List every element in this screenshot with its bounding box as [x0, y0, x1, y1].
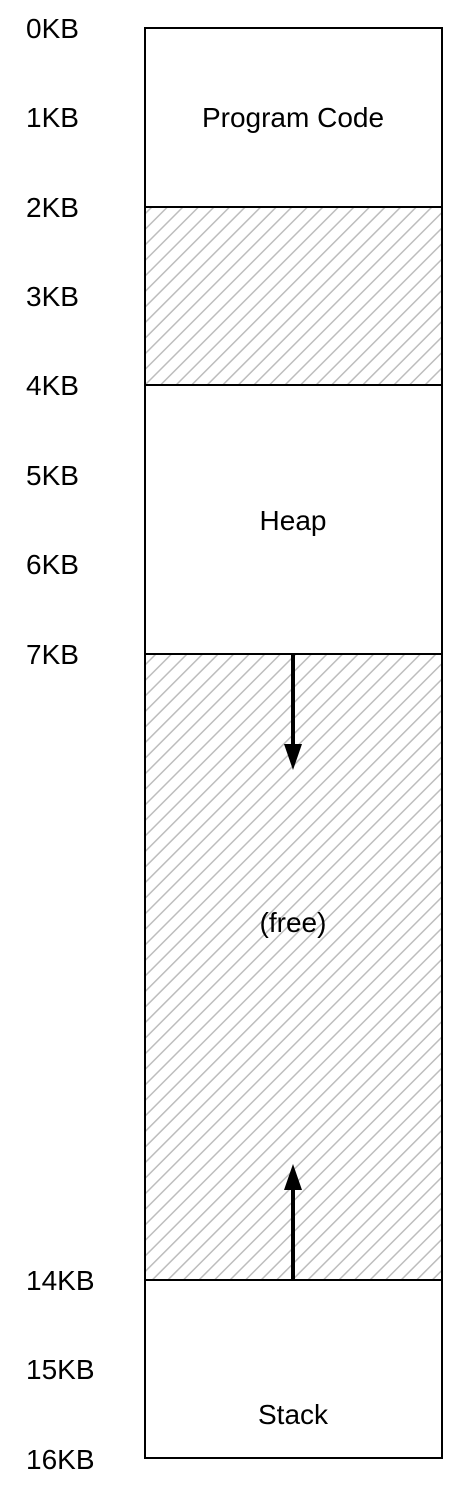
address-label-3kb: 3KB	[26, 281, 79, 312]
heap-label: Heap	[260, 505, 327, 536]
address-label-2kb: 2KB	[26, 192, 79, 223]
heap-growth-arrow	[284, 654, 302, 770]
address-label-7kb: 7KB	[26, 639, 79, 670]
program-code-label: Program Code	[202, 102, 384, 133]
address-label-1kb: 1KB	[26, 102, 79, 133]
unused-gap-region	[145, 207, 442, 385]
address-label-0kb: 0KB	[26, 13, 79, 44]
address-label-15kb: 15KB	[26, 1354, 95, 1385]
address-label-14kb: 14KB	[26, 1265, 95, 1296]
address-label-6kb: 6KB	[26, 549, 79, 580]
address-label-4kb: 4KB	[26, 370, 79, 401]
free-label: (free)	[260, 907, 327, 938]
address-label-5kb: 5KB	[26, 460, 79, 491]
stack-growth-arrow	[284, 1164, 302, 1280]
address-label-16kb: 16KB	[26, 1444, 95, 1475]
stack-label: Stack	[258, 1399, 329, 1430]
address-space-border	[144, 27, 443, 1459]
